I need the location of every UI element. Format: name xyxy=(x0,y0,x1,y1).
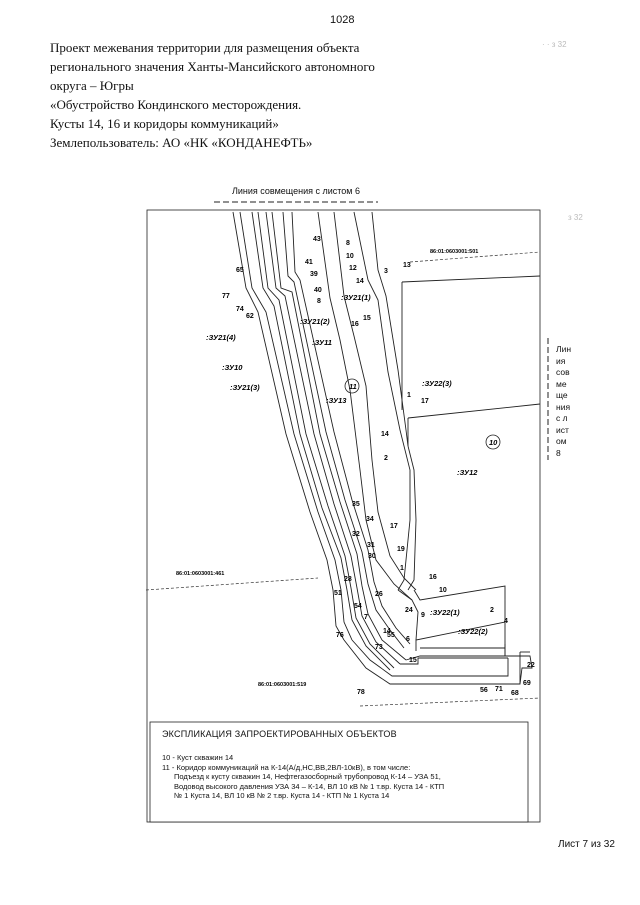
zone-label: :ЗУ21(3) xyxy=(230,383,260,392)
header-line: округа – Югры xyxy=(50,78,134,93)
cadastral-number: 86:01:0603001:461 xyxy=(176,571,224,577)
zone-label: :ЗУ12 xyxy=(457,468,478,477)
point-number: 17 xyxy=(390,523,398,530)
zone-label: :ЗУ13 xyxy=(326,396,347,405)
zone-label: :ЗУ21(4) xyxy=(206,333,236,342)
point-number: 2 xyxy=(384,455,388,462)
zone-label: :ЗУ11 xyxy=(312,338,332,347)
legend-box xyxy=(149,721,529,823)
zone-label: :ЗУ10 xyxy=(222,363,243,372)
joint-line-label-right: Линия совмещения с листом 8 xyxy=(556,344,572,458)
zone-label: :ЗУ22(3) xyxy=(422,379,452,388)
point-number: 9 xyxy=(421,612,425,619)
zone-label: :ЗУ22(1) xyxy=(430,608,460,617)
zone-label: :ЗУ21(2) xyxy=(300,317,330,326)
point-number: 10 xyxy=(346,253,354,260)
corridor-11 xyxy=(317,211,419,641)
legend-item: 11 - Коридор коммуникаций на К-14(А/д,НС… xyxy=(162,762,411,772)
point-number: 8 xyxy=(346,240,350,247)
point-number: 69 xyxy=(523,680,531,687)
point-number: 56 xyxy=(480,687,488,694)
point-number: 54 xyxy=(354,603,362,610)
point-number: 16 xyxy=(351,321,359,328)
point-number: 74 xyxy=(236,306,244,313)
point-number: 65 xyxy=(236,267,244,274)
point-number: 32 xyxy=(352,531,360,538)
document-header: Проект межевания территории для размещен… xyxy=(50,38,375,152)
header-line: «Обустройство Кондинского месторождения. xyxy=(50,97,302,112)
point-number: 4 xyxy=(504,618,508,625)
point-number: 39 xyxy=(310,271,318,278)
point-number: 8 xyxy=(317,298,321,305)
zone-label: :ЗУ22(2) xyxy=(458,627,488,636)
point-number: 73 xyxy=(375,644,383,651)
point-number: 12 xyxy=(349,265,357,272)
point-number: 40 xyxy=(314,287,322,294)
corridor-lines xyxy=(232,211,533,685)
page-number: 1028 xyxy=(330,14,355,26)
point-number: 55 xyxy=(387,632,395,639)
legend-item: 10 - Куст скважин 14 xyxy=(162,753,234,762)
point-number: 2 xyxy=(490,607,494,614)
point-number: 6 xyxy=(406,636,410,643)
point-number: 19 xyxy=(397,546,405,553)
cadastral-number: 86:01:0603001:501 xyxy=(430,249,478,255)
parcel-zu12 xyxy=(401,275,541,622)
cadastral-number: 86:01:0603001:519 xyxy=(258,682,306,688)
legend-item: Подъезд к кусту скважин 14, Нефтегазосбо… xyxy=(174,772,441,781)
sheet-label: Лист 7 из 32 xyxy=(558,839,615,850)
cadastral-boundaries xyxy=(145,251,541,707)
point-number: 51 xyxy=(334,590,342,597)
point-number: 10 xyxy=(439,587,447,594)
object-marker xyxy=(485,434,501,450)
point-number: 71 xyxy=(495,686,503,693)
header-line: Кусты 14, 16 и коридоры коммуникаций» xyxy=(50,116,279,131)
legend: ЭКСПЛИКАЦИЯ ЗАПРОЕКТИРОВАННЫХ ОБЪЕКТОВ 1… xyxy=(150,722,528,822)
ghost-mark: · · з 32 xyxy=(542,40,567,49)
point-number: 3 xyxy=(384,268,388,275)
point-number: 15 xyxy=(363,315,371,322)
point-number: 30 xyxy=(368,553,376,560)
point-number: 13 xyxy=(403,262,411,269)
point-number: 68 xyxy=(511,690,519,697)
point-number: 7 xyxy=(364,614,368,621)
point-number: 17 xyxy=(421,398,429,405)
point-number: 24 xyxy=(405,607,413,614)
point-number: 14 xyxy=(383,628,391,635)
header-line: Проект межевания территории для размещен… xyxy=(50,40,360,55)
point-number: 76 xyxy=(336,632,344,639)
header-line: регионального значения Ханты-Мансийского… xyxy=(50,59,375,74)
point-number: 43 xyxy=(313,236,321,243)
point-number: 1 xyxy=(407,392,411,399)
legend-item: № 1 Куста 14, ВЛ 10 кВ № 2 т.вр. Куста 1… xyxy=(174,791,390,800)
joint-line-label-top: Линия совмещения с листом 6 xyxy=(232,186,360,196)
point-number: 35 xyxy=(352,501,360,508)
point-number: 14 xyxy=(381,431,389,438)
object-marker xyxy=(344,378,360,394)
ghost-mark: з 32 xyxy=(568,213,583,222)
point-number: 1 xyxy=(400,565,404,572)
object-number: 10 xyxy=(489,438,498,447)
point-number: 34 xyxy=(366,516,374,523)
point-number: 22 xyxy=(527,662,535,669)
point-number: 15 xyxy=(409,657,417,664)
header-line: Землепользователь: АО «НК «КОНДАНЕФТЬ» xyxy=(50,135,313,150)
point-number: 28 xyxy=(344,576,352,583)
legend-item: Водовод высокого давления УЗА 34 – К-14,… xyxy=(174,781,445,791)
point-number: 14 xyxy=(356,278,364,285)
point-number: 31 xyxy=(367,542,375,549)
point-number: 78 xyxy=(357,689,365,696)
object-number: 11 xyxy=(349,382,357,391)
point-number: 62 xyxy=(246,313,254,320)
point-number: 41 xyxy=(305,259,313,266)
zone-label: :ЗУ21(1) xyxy=(341,293,371,302)
point-number: 77 xyxy=(222,293,230,300)
point-number: 26 xyxy=(375,591,383,598)
legend-title: ЭКСПЛИКАЦИЯ ЗАПРОЕКТИРОВАННЫХ ОБЪЕКТОВ xyxy=(162,729,397,739)
point-number: 16 xyxy=(429,574,437,581)
